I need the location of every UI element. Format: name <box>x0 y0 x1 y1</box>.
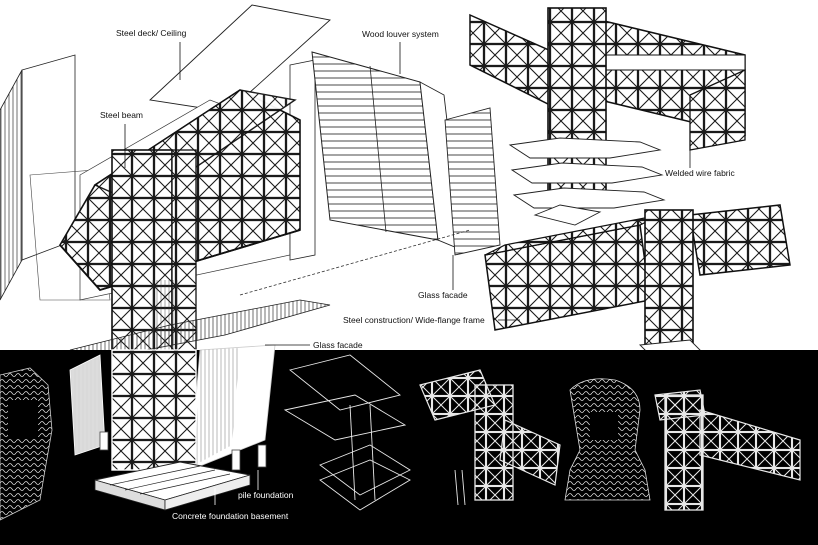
label-welded-wire: Welded wire fabric <box>665 130 736 178</box>
wireframe-section-model <box>283 354 411 511</box>
glass-facade-enclosure <box>69 344 276 471</box>
head-sculpture-left <box>0 367 53 521</box>
concrete-foundation-basement <box>94 461 251 511</box>
tower-axonometric-mid-right <box>484 204 791 361</box>
label-steel-construction: Steel construction/ Wide-flange frame <box>343 315 520 325</box>
label-concrete-basement-text: Concrete foundation basement <box>172 511 289 521</box>
label-wood-louver: Wood louver system <box>362 29 439 74</box>
head-sculpture-right <box>564 378 651 501</box>
label-pile-foundation-text: pile foundation <box>238 490 294 500</box>
label-steel-deck: Steel deck/ Ceiling <box>116 28 187 80</box>
pile-foundation <box>99 431 267 471</box>
label-glass-facade-lower-text: Glass facade <box>313 340 363 350</box>
label-steel-beam-text: Steel beam <box>100 110 143 120</box>
label-glass-facade-lower: Glass facade <box>265 340 363 350</box>
label-glass-facade-right-text: Glass facade <box>418 290 468 300</box>
label-welded-wire-text: Welded wire fabric <box>665 168 736 178</box>
wireframe-truss-tower-1 <box>419 369 561 506</box>
wireframe-truss-tower-2 <box>654 389 801 511</box>
glass-facade-right-panel <box>239 107 501 296</box>
label-glass-facade-right: Glass facade <box>418 255 468 300</box>
label-steel-beam: Steel beam <box>100 110 143 168</box>
label-concrete-basement: Concrete foundation basement <box>172 488 289 521</box>
label-pile-foundation: pile foundation <box>238 470 294 500</box>
tower-axonometric-top-right <box>469 7 746 226</box>
tower-base-section <box>111 349 197 471</box>
left-screen-panels <box>0 54 111 301</box>
label-steel-construction-text: Steel construction/ Wide-flange frame <box>343 315 485 325</box>
label-wood-louver-text: Wood louver system <box>362 29 439 39</box>
label-steel-deck-text: Steel deck/ Ceiling <box>116 28 187 38</box>
